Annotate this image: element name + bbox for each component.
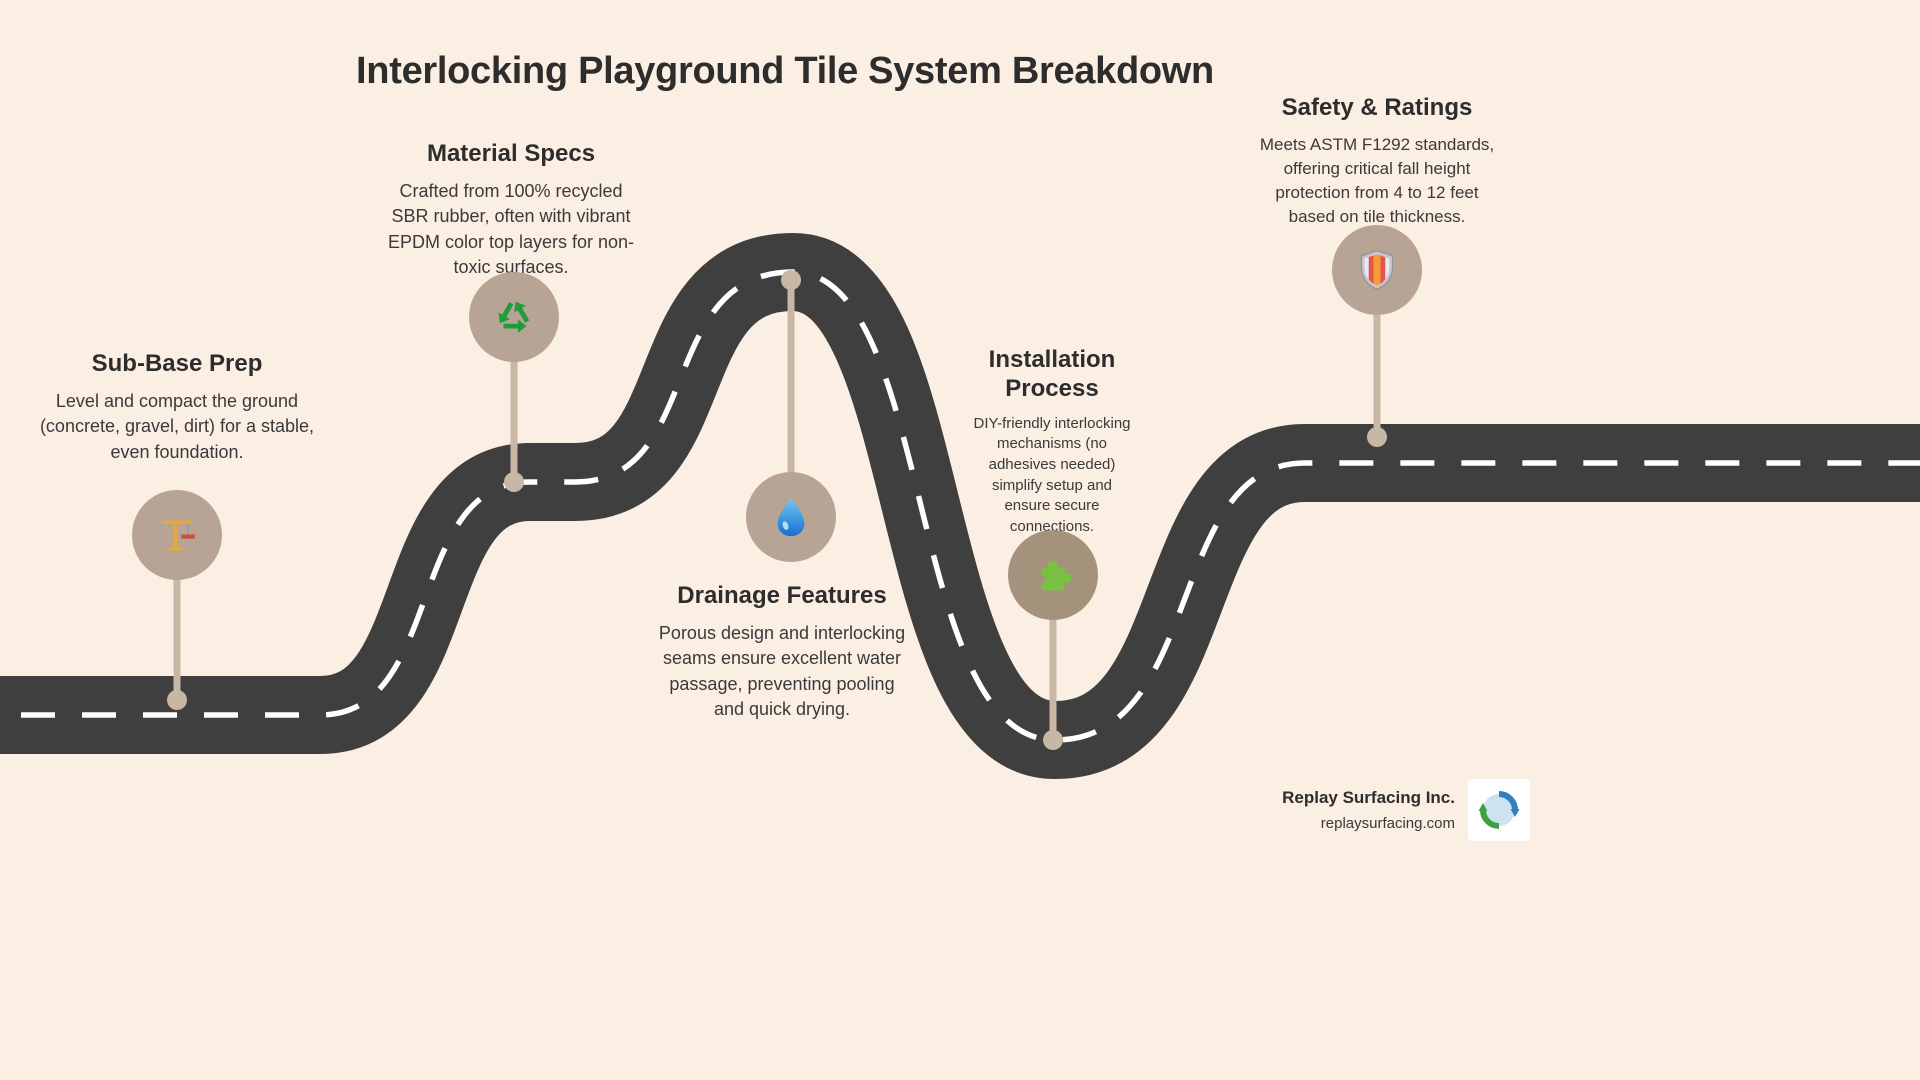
recycle-icon (498, 301, 530, 333)
road-dot-material (504, 472, 524, 492)
shield-icon (1360, 250, 1394, 290)
water-drop-icon (777, 497, 805, 537)
milestone-title: Material Specs (426, 140, 596, 167)
milestone-title: Drainage Features (677, 582, 887, 609)
milestone-description: Crafted from 100% recycled SBR rubber, o… (387, 180, 635, 278)
milestone-safety-ratings-text: Safety & Ratings Meets ASTM F1292 standa… (1252, 94, 1502, 229)
road-dot-safety (1367, 427, 1387, 447)
website-link[interactable]: replaysurfacing.com (1320, 815, 1455, 832)
milestone-sub-base-prep-marker (132, 490, 222, 580)
road-dot-drainage (781, 270, 801, 290)
milestone-material-specs-text: Material Specs Crafted from 100% recycle… (381, 140, 641, 281)
milestone-drainage-features-marker (746, 472, 836, 562)
milestone-description: Porous design and interlocking seams ens… (658, 622, 906, 720)
footer: Replay Surfacing Inc. replaysurfacing.co… (1050, 788, 1455, 832)
milestone-description: Level and compact the ground (concrete, … (39, 390, 315, 462)
milestone-material-specs-marker (469, 272, 559, 362)
crane-icon (162, 520, 195, 551)
milestone-title: Sub-Base Prep (91, 350, 263, 377)
milestone-title: Safety & Ratings (1281, 94, 1473, 121)
road-dot-installation (1043, 730, 1063, 750)
milestone-sub-base-prep-text: Sub-Base Prep Level and compact the grou… (37, 350, 317, 465)
page-title: Interlocking Playground Tile System Brea… (356, 50, 1214, 92)
road-dot-sub-base (167, 690, 187, 710)
road-center-dashes (0, 269, 1920, 743)
milestone-installation-process-marker (1008, 530, 1098, 620)
company-logo (1468, 779, 1530, 841)
milestone-safety-ratings-marker (1332, 225, 1422, 315)
milestone-installation-process-text: Installation Process DIY-friendly interl… (952, 346, 1152, 538)
milestone-drainage-features-text: Drainage Features Porous design and inte… (657, 582, 907, 723)
milestone-description: DIY-friendly interlocking mechanisms (no… (973, 414, 1131, 536)
puzzle-piece-icon (1037, 560, 1072, 591)
milestone-description: Meets ASTM F1292 standards, offering cri… (1259, 134, 1495, 227)
company-name: Replay Surfacing Inc. (1282, 788, 1455, 807)
recycle-arrows-logo-icon (1478, 791, 1520, 829)
milestone-title: Installation Process (988, 346, 1116, 402)
